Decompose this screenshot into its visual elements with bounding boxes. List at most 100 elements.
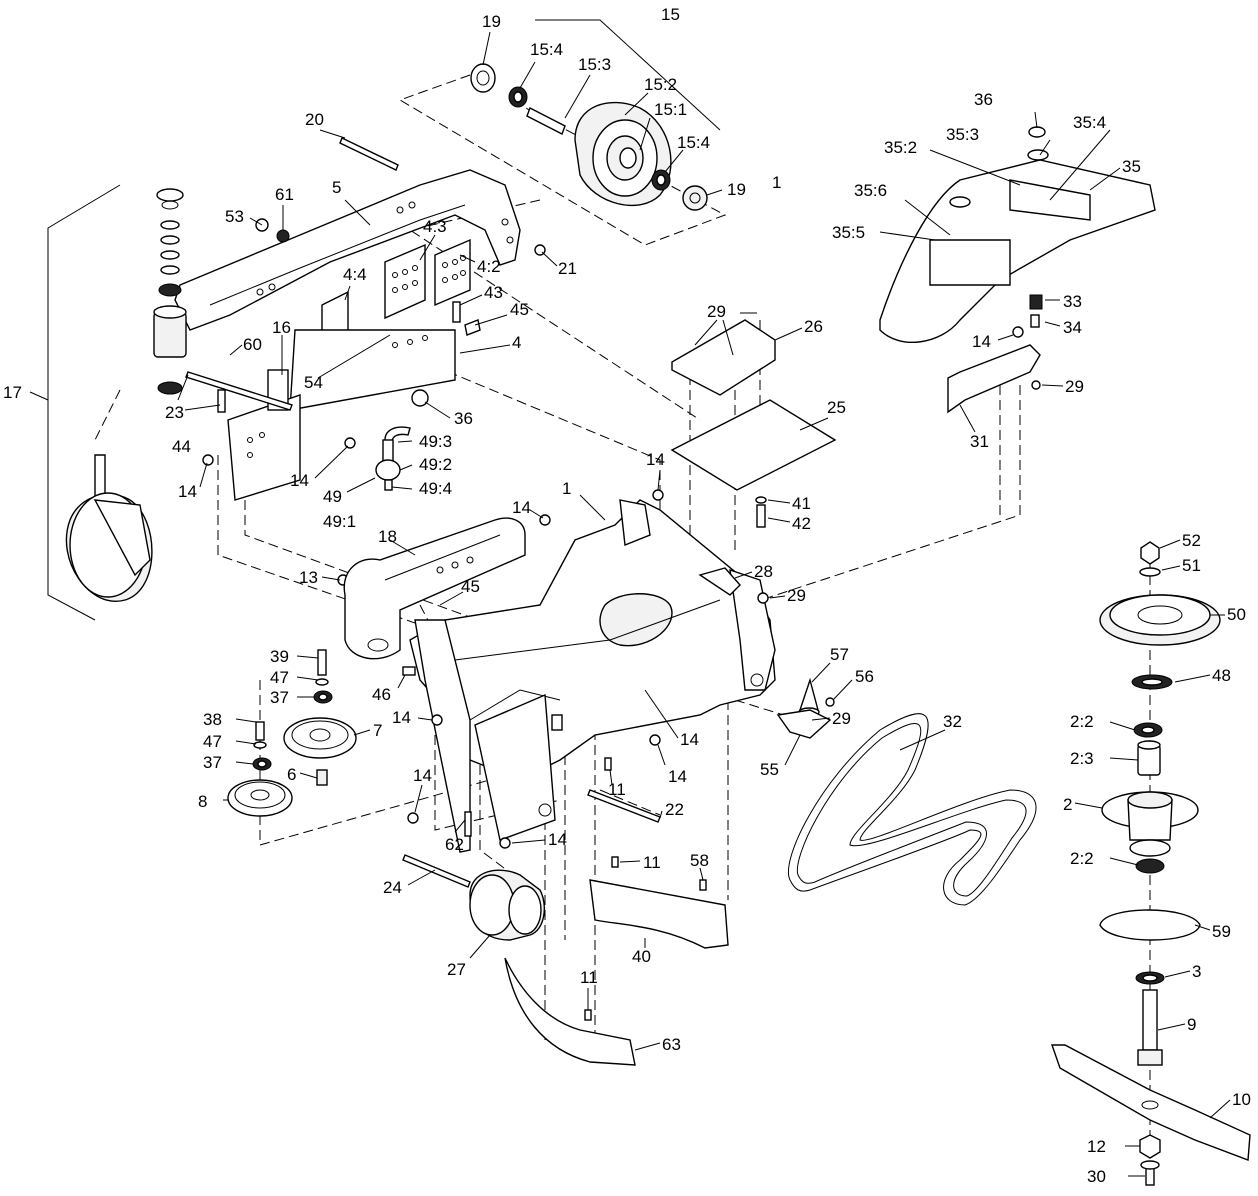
callout-56: 56 — [855, 667, 874, 686]
skid — [504, 957, 636, 1066]
callout-58: 58 — [690, 851, 709, 870]
belt-guide — [776, 677, 835, 739]
callout-10: 10 — [1232, 1090, 1251, 1109]
callout-41: 41 — [792, 494, 811, 513]
callout-55: 55 — [760, 760, 779, 779]
callout-52: 52 — [1182, 531, 1201, 550]
callout-11: 11 — [643, 853, 661, 872]
idler-pulleys — [227, 649, 357, 817]
anti-scalp-roller — [469, 869, 546, 941]
callout-1: 1 — [562, 479, 571, 498]
lift-arm — [343, 517, 526, 660]
callout-labels: 15 19 15:4 15:3 15:2 15:1 15:4 19 1 20 5… — [3, 5, 1251, 1186]
callout-24: 24 — [383, 878, 402, 897]
drive-belt — [788, 713, 1037, 906]
callout-5: 5 — [332, 178, 341, 197]
front-arm — [174, 169, 521, 331]
callout-4-2: 4:2 — [477, 257, 501, 276]
callout-35-5: 35:5 — [832, 223, 865, 242]
callout-2: 2 — [1063, 795, 1072, 814]
cover-plate — [670, 399, 837, 491]
callout-57: 57 — [830, 645, 849, 664]
callout-1: 1 — [772, 173, 781, 192]
leader-lines — [29, 19, 1231, 1177]
callout-2-2: 2:2 — [1070, 849, 1094, 868]
callout-35-4: 35:4 — [1073, 113, 1106, 132]
callout-45: 45 — [461, 577, 480, 596]
fasteners — [402, 666, 707, 1021]
callout-19: 19 — [482, 12, 501, 31]
callout-40: 40 — [632, 947, 651, 966]
callout-59: 59 — [1212, 922, 1231, 941]
callout-18: 18 — [378, 527, 397, 546]
callout-11: 11 — [608, 780, 626, 799]
callout-54: 54 — [304, 373, 323, 392]
callout-34: 34 — [1063, 318, 1082, 337]
callout-4: 4 — [512, 333, 521, 352]
callout-13: 13 — [299, 568, 318, 587]
bracket-17 — [47, 184, 121, 621]
callout-50: 50 — [1227, 605, 1246, 624]
callout-30: 30 — [1087, 1167, 1106, 1186]
callout-61: 61 — [275, 185, 294, 204]
callout-6: 6 — [287, 765, 296, 784]
callout-14: 14 — [548, 830, 567, 849]
callout-63: 63 — [662, 1035, 681, 1054]
callout-2-3: 2:3 — [1070, 749, 1094, 768]
callout-48: 48 — [1212, 666, 1231, 685]
callout-14: 14 — [413, 766, 432, 785]
callout-14: 14 — [646, 450, 665, 469]
callout-14: 14 — [972, 332, 991, 351]
callout-14: 14 — [680, 730, 699, 749]
callout-4-3: 4:3 — [423, 217, 447, 236]
callout-39: 39 — [270, 647, 289, 666]
side-shield — [589, 879, 729, 949]
callout-22: 22 — [665, 800, 684, 819]
callout-15-1: 15:1 — [654, 100, 687, 119]
callout-3: 3 — [1192, 962, 1201, 981]
callout-43: 43 — [484, 283, 503, 302]
callout-49-4: 49:4 — [419, 479, 452, 498]
callout-32: 32 — [943, 712, 962, 731]
callout-51: 51 — [1182, 556, 1201, 575]
callout-17: 17 — [3, 383, 22, 402]
callout-35-6: 35:6 — [854, 181, 887, 200]
callout-15-4: 15:4 — [677, 133, 710, 152]
callout-37: 37 — [270, 688, 289, 707]
callout-62: 62 — [445, 835, 464, 854]
callout-37: 37 — [203, 753, 222, 772]
callout-25: 25 — [827, 398, 846, 417]
callout-14: 14 — [668, 767, 687, 786]
callout-29: 29 — [832, 709, 851, 728]
callout-35: 35 — [1122, 157, 1141, 176]
callout-49: 49 — [323, 487, 342, 506]
callout-29: 29 — [787, 586, 806, 605]
pivot-rod — [339, 137, 399, 171]
callout-23: 23 — [165, 403, 184, 422]
callout-26: 26 — [804, 317, 823, 336]
callout-33: 33 — [1063, 292, 1082, 311]
callout-14: 14 — [178, 482, 197, 501]
shaft-22 — [587, 789, 661, 823]
callout-19: 19 — [727, 180, 746, 199]
spindle-stack — [1051, 541, 1251, 1186]
callout-14: 14 — [290, 471, 309, 490]
callout-36: 36 — [454, 409, 473, 428]
callout-14: 14 — [392, 708, 411, 727]
height-plates — [227, 238, 471, 501]
callout-46: 46 — [372, 685, 391, 704]
callout-4-4: 4:4 — [343, 265, 367, 284]
callout-36: 36 — [974, 90, 993, 109]
callout-21: 21 — [558, 259, 577, 278]
callout-49-1: 49:1 — [323, 512, 356, 531]
callout-11: 11 — [580, 968, 598, 987]
grease-fitting — [375, 426, 411, 491]
callout-15: 15 — [661, 5, 680, 24]
callout-31: 31 — [970, 432, 989, 451]
callout-15-4: 15:4 — [530, 40, 563, 59]
callout-27: 27 — [447, 960, 466, 979]
shaft-24 — [402, 854, 471, 888]
callout-35-2: 35:2 — [884, 138, 917, 157]
mounting-bracket — [671, 319, 776, 396]
deflector-bracket — [947, 344, 1041, 414]
